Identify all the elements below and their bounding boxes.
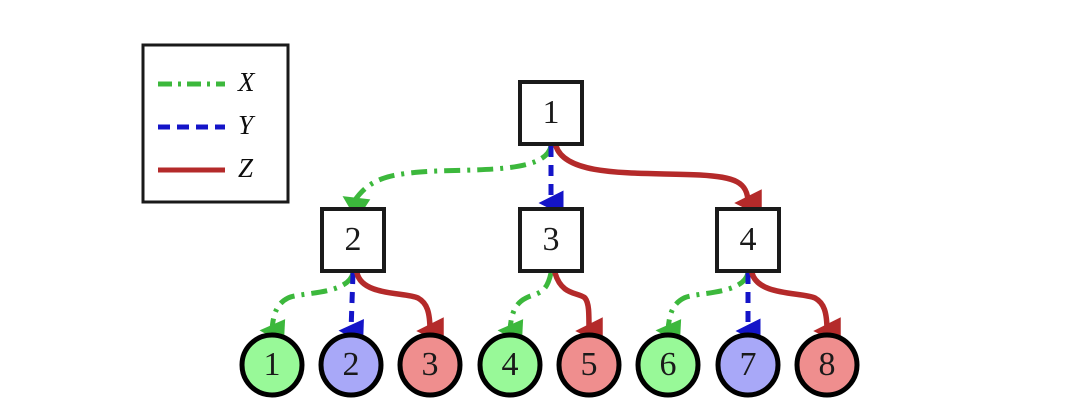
- node-shape-square: [518, 80, 584, 146]
- node-shape-square: [518, 207, 584, 273]
- edge-2-to-leaf-3: [354, 270, 444, 345]
- node-label: 2: [345, 221, 362, 258]
- legend-box: XYZ: [141, 43, 290, 204]
- internal-node-2[interactable]: 2: [320, 207, 386, 273]
- legend-label: X: [237, 67, 256, 97]
- legend-item-z[interactable]: Z: [158, 153, 254, 183]
- leaf-node-4[interactable]: 4: [477, 332, 543, 398]
- edges-layer: [259, 143, 841, 345]
- node-label: 2: [343, 346, 360, 383]
- legend-label: Z: [238, 153, 254, 183]
- node-label: 4: [502, 346, 519, 383]
- node-shape-square: [320, 207, 386, 273]
- node-label: 4: [740, 221, 757, 258]
- leaf-node-1[interactable]: 1: [239, 332, 305, 398]
- edge-1-to-4: [553, 143, 762, 217]
- node-shape-circle: [397, 332, 463, 398]
- leaf-node-6[interactable]: 6: [635, 332, 701, 398]
- legend-label: Y: [238, 110, 256, 140]
- legend-item-x[interactable]: X: [158, 67, 256, 97]
- edge-2-to-leaf-2: [338, 272, 364, 344]
- edge-4-to-leaf-6: [655, 272, 751, 345]
- node-shape-circle: [318, 332, 384, 398]
- node-label: 1: [264, 346, 281, 383]
- node-shape-square: [715, 207, 781, 273]
- node-label: 6: [660, 346, 677, 383]
- node-shape-circle: [794, 332, 860, 398]
- node-label: 3: [543, 221, 560, 258]
- node-shape-circle: [556, 332, 622, 398]
- edge-4-to-leaf-8: [749, 270, 841, 345]
- node-shape-circle: [715, 332, 781, 398]
- node-label: 5: [581, 346, 598, 383]
- node-label: 3: [422, 346, 439, 383]
- node-shape-circle: [477, 332, 543, 398]
- internal-node-3[interactable]: 3: [518, 207, 584, 273]
- legend-border: [141, 43, 290, 204]
- node-shape-circle: [635, 332, 701, 398]
- node-label: 1: [543, 94, 560, 131]
- legend-item-y[interactable]: Y: [158, 110, 256, 140]
- leaf-node-3[interactable]: 3: [397, 332, 463, 398]
- leaf-node-2[interactable]: 2: [318, 332, 384, 398]
- edge-3-to-leaf-4: [497, 272, 554, 345]
- nodes-layer: 1 2 3 4 1 2 3 4 5 6 7 8: [239, 80, 860, 398]
- node-shape-circle: [239, 332, 305, 398]
- edge-2-to-leaf-1: [259, 272, 356, 345]
- edge-1-to-2: [342, 145, 554, 221]
- leaf-node-8[interactable]: 8: [794, 332, 860, 398]
- root-node-1[interactable]: 1: [518, 80, 584, 146]
- leaf-node-7[interactable]: 7: [715, 332, 781, 398]
- edge-3-to-leaf-5: [552, 270, 603, 345]
- leaf-node-5[interactable]: 5: [556, 332, 622, 398]
- node-label: 8: [819, 346, 836, 383]
- node-label: 7: [740, 346, 757, 383]
- internal-node-4[interactable]: 4: [715, 207, 781, 273]
